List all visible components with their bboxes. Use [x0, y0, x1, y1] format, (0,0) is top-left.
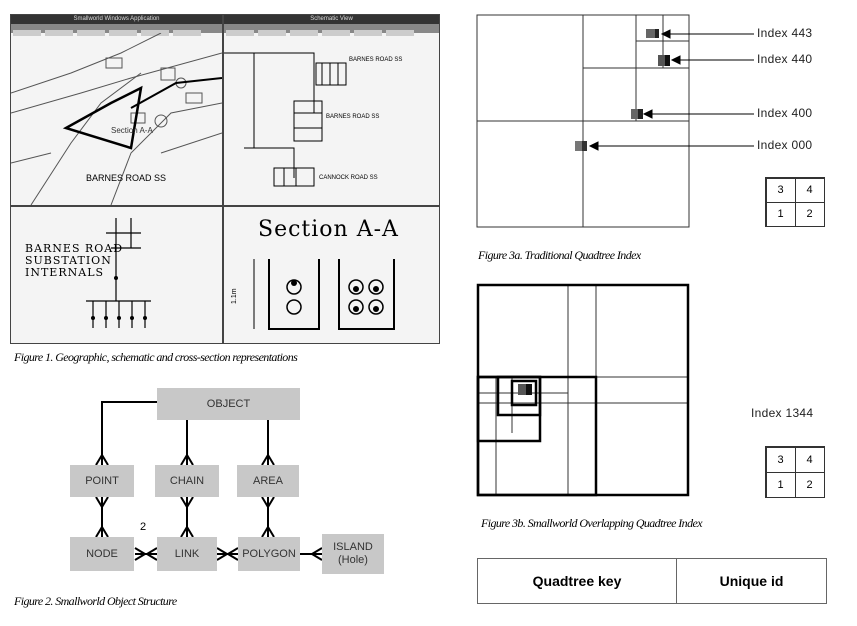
substation-window: BARNES ROAD SUBSTATION INTERNALS [10, 206, 223, 344]
figure1-caption: Figure 1. Geographic, schematic and cros… [14, 350, 298, 364]
island-sub-label: (Hole) [338, 554, 368, 566]
polygon-box: POLYGON [238, 537, 300, 571]
figure3a-caption: Figure 3a. Traditional Quadtree Index [478, 248, 641, 262]
index-markers [575, 29, 670, 151]
map-window-title: Smallworld Windows Application [11, 15, 222, 24]
schematic-label-1: BARNES ROAD SS [349, 57, 402, 63]
island-box: ISLAND (Hole) [322, 534, 384, 574]
map-window: Smallworld Windows Application Section A… [10, 14, 223, 206]
object-box: OBJECT [157, 388, 300, 420]
index-marker-1344 [518, 384, 532, 395]
index-label-440: Index 440 [757, 52, 813, 66]
section-title: Section A-A [258, 217, 399, 242]
figure2-caption: Figure 2. Smallworld Object Structure [14, 594, 177, 608]
substation-diagram [86, 218, 151, 328]
quadtree-3a [476, 14, 754, 228]
index-label-400: Index 400 [757, 106, 813, 120]
map-road-label: BARNES ROAD SS [86, 173, 166, 183]
section-drawing: 1.1m [231, 259, 395, 330]
node-box: NODE [70, 537, 134, 571]
map-window-menubar [11, 24, 222, 36]
index-label-443: Index 443 [757, 26, 813, 40]
section-window: Section A-A 1.1m [223, 206, 440, 344]
link-box: LINK [157, 537, 217, 571]
quadtree-3b [476, 283, 690, 497]
map-drawing: Section A-A BARNES ROAD SS [11, 33, 222, 205]
figure2-connectors [95, 401, 323, 561]
schematic-label-2: BARNES ROAD SS [326, 114, 379, 120]
index-label-000: Index 000 [757, 138, 813, 152]
island-label: ISLAND [333, 541, 373, 553]
section-dim-label: 1.1m [231, 288, 238, 304]
schematic-window-title: Schematic View [224, 15, 439, 24]
multiplicity-label: 2 [140, 521, 147, 533]
schematic-window: Schematic View BARNES ROAD SS BARNES ROA… [223, 14, 440, 206]
unique-id-cell: Unique id [719, 573, 784, 589]
index-label-1344: Index 1344 [751, 406, 814, 420]
substation-text: BARNES ROAD SUBSTATION INTERNALS [25, 242, 124, 279]
schematic-drawing: BARNES ROAD SS BARNES ROAD SS CANNOCK RO… [224, 52, 402, 187]
quadtree-key-cell: Quadtree key [478, 559, 677, 603]
point-box: POINT [70, 465, 134, 497]
schematic-label-3: CANNOCK ROAD SS [319, 175, 378, 181]
figure3b-caption: Figure 3b. Smallworld Overlapping Quadtr… [481, 516, 703, 530]
schematic-window-menubar [224, 24, 439, 36]
key-table: Quadtree key Unique id [477, 558, 827, 604]
chain-box: CHAIN [155, 465, 219, 497]
area-box: AREA [237, 465, 299, 497]
map-section-label: Section A-A [111, 126, 153, 135]
